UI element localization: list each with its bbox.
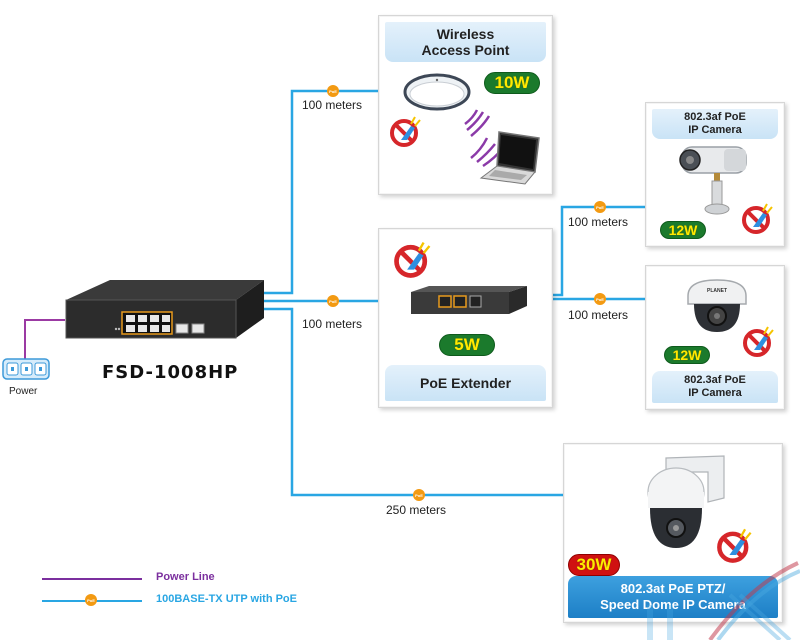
- power-line: [24, 319, 65, 360]
- bullet-camera-title: 802.3af PoE IP Camera: [652, 109, 778, 139]
- switch-model-label: FSD-1008HP: [102, 362, 239, 383]
- dome-camera-card: PLANET 12W 802.3af PoE IP Camera: [645, 265, 785, 410]
- poe-badge-bullet-camera: PoE: [594, 201, 606, 213]
- ptz-camera-card: 30W 802.3at PoE PTZ/ Speed Dome IP Camer…: [563, 443, 783, 623]
- ptz-camera-power-badge: 30W: [568, 554, 620, 576]
- power-outlet-icon: [2, 358, 50, 380]
- wireless-ap-power-badge: 10W: [484, 72, 540, 94]
- poe-badge-dome-camera: PoE: [594, 293, 606, 305]
- poe-badge-ap: PoE: [327, 85, 339, 97]
- dome-camera-power-badge: 12W: [664, 346, 710, 364]
- poe-badge-ptz-camera: PoE: [413, 489, 425, 501]
- laptop-icon: [479, 131, 540, 185]
- access-point-icon: [403, 73, 471, 111]
- cable-length-ptz-camera: 250 meters: [386, 503, 447, 517]
- power-label: Power: [9, 386, 38, 397]
- no-power-outlet-icon: [390, 116, 421, 147]
- utp-line-ptz: [258, 307, 660, 497]
- wireless-ap-card: Wireless Access Point 10W: [378, 15, 553, 195]
- poe-switch-device: [65, 280, 264, 339]
- cable-length-dome-camera: 100 meters: [568, 308, 629, 322]
- poe-badge-extender: PoE: [327, 295, 339, 307]
- ptz-camera-title: 802.3at PoE PTZ/ Speed Dome IP Camera: [568, 576, 778, 618]
- cable-length-ap: 100 meters: [302, 98, 363, 112]
- poe-extender-card: 5W PoE Extender: [378, 228, 553, 408]
- bullet-camera-icon: [679, 146, 747, 215]
- no-power-outlet-icon: [742, 203, 773, 234]
- watermark-logo: [647, 561, 800, 640]
- no-power-outlet-icon: [717, 528, 752, 563]
- poe-extender-device-icon: [411, 286, 527, 314]
- legend-poe-badge: PoE: [85, 594, 97, 606]
- cable-length-bullet-camera: 100 meters: [568, 215, 629, 229]
- utp-line-ap: [258, 89, 412, 295]
- legend-power-line-swatch: [42, 578, 142, 580]
- dome-camera-title: 802.3af PoE IP Camera: [652, 371, 778, 403]
- ptz-camera-icon: [647, 455, 725, 548]
- bullet-camera-card: 802.3af PoE IP Camera 12W: [645, 102, 785, 247]
- legend-power-line-label: Power Line: [156, 571, 215, 583]
- dome-camera-icon: PLANET: [687, 279, 747, 332]
- bullet-camera-power-badge: 12W: [660, 221, 706, 239]
- no-power-outlet-icon: [394, 241, 431, 278]
- no-power-outlet-icon: [743, 326, 774, 357]
- poe-extender-power-badge: 5W: [439, 334, 495, 356]
- wireless-ap-title: Wireless Access Point: [385, 22, 546, 62]
- legend-utp-label: 100BASE-TX UTP with PoE: [156, 593, 297, 605]
- cable-length-extender: 100 meters: [302, 317, 363, 331]
- dome-camera-brand: PLANET: [707, 288, 727, 294]
- poe-extender-title: PoE Extender: [385, 365, 546, 401]
